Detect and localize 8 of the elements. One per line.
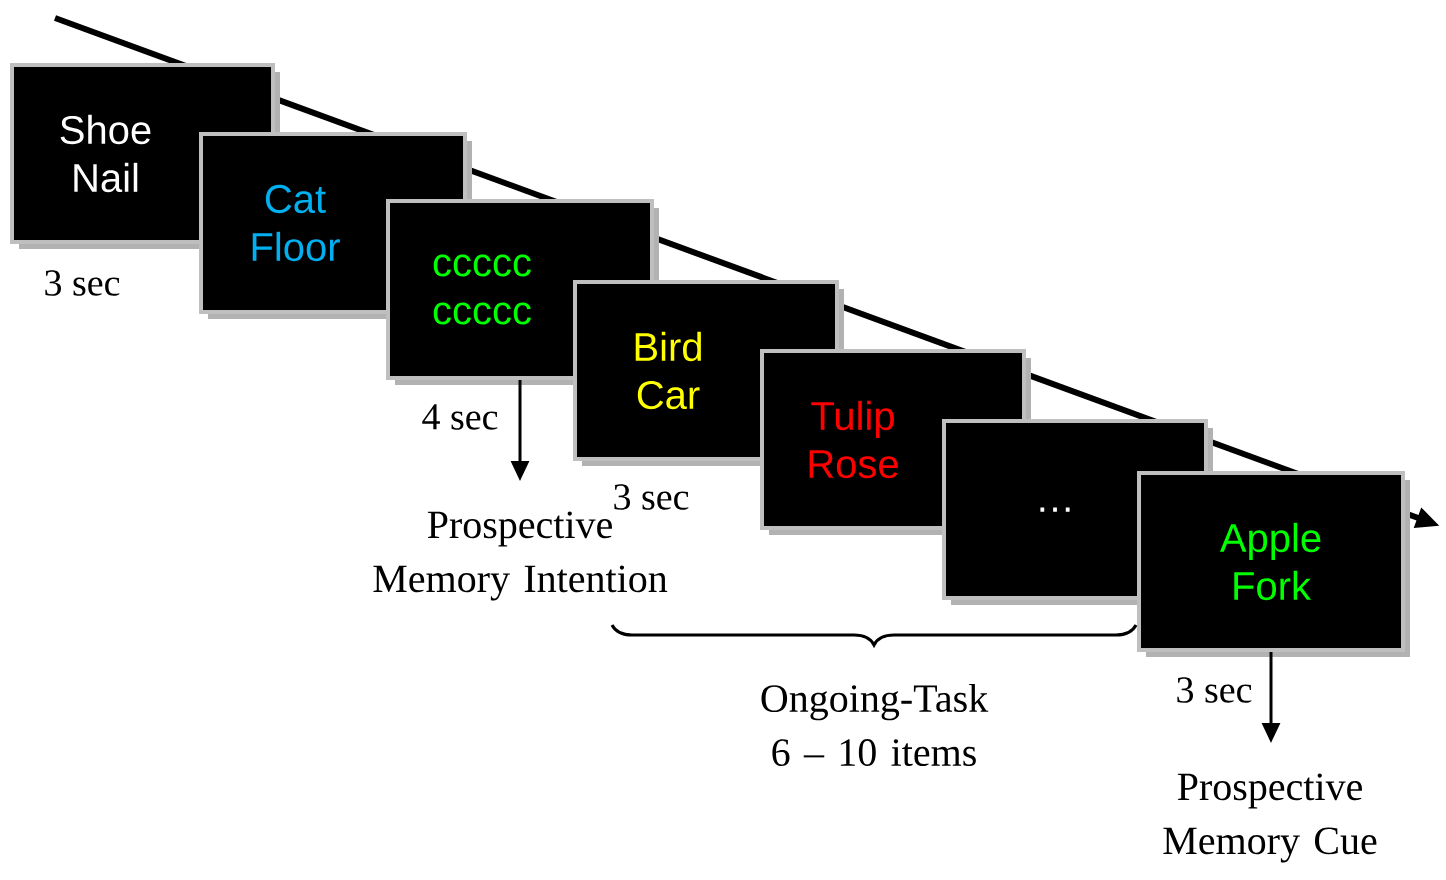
screen: Apple Fork: [1137, 471, 1410, 657]
group-label: Ongoing-Task 6 – 10 items: [761, 683, 989, 767]
duration-label: 3 sec: [1177, 677, 1252, 703]
event-label: Prospective Memory Intention: [373, 511, 668, 601]
event-label: Prospective Memory Cue: [1163, 773, 1377, 863]
duration-label: 3 sec: [614, 484, 689, 510]
duration-label: 3 sec: [45, 270, 120, 296]
duration-label: 4 sec: [422, 404, 498, 430]
